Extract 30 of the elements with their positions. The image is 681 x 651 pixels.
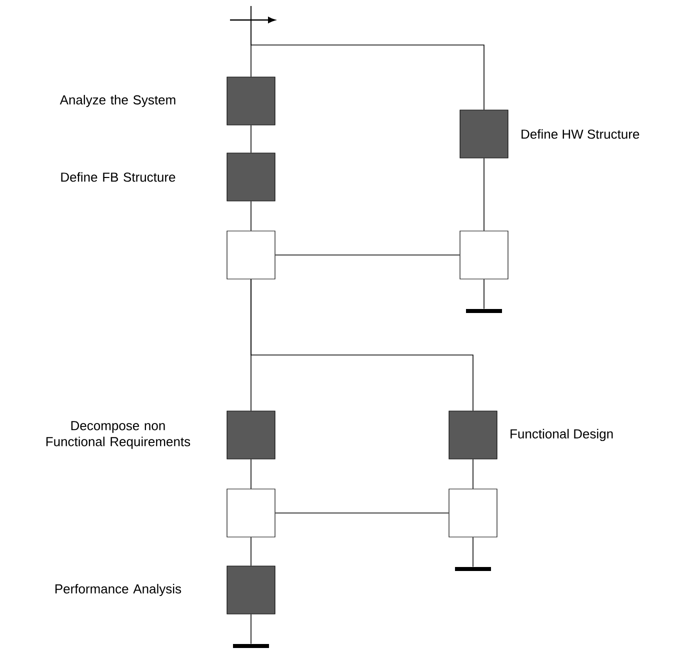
node-label: Decompose non Functional Requirements: [46, 421, 190, 449]
connector-line: [274, 254, 460, 256]
node-label: Define FB Structure: [61, 172, 176, 182]
connector-line: [250, 536, 252, 566]
process-box: Define HW Structure: [460, 110, 640, 158]
connector-line: [274, 512, 450, 514]
process-box: Define FB Structure: [61, 152, 276, 202]
terminator-bar: [233, 644, 269, 648]
process-box: Decompose non Functional Requirements: [46, 410, 276, 460]
empty-box: [226, 488, 276, 538]
connector-line: [250, 6, 484, 110]
connector-line: [250, 458, 252, 490]
terminator-bar: [466, 309, 502, 313]
connector-line: [250, 200, 252, 232]
connector-line: [472, 458, 474, 490]
process-box: Functional Design: [448, 410, 613, 460]
empty-box: [448, 488, 498, 538]
connector-line: [250, 124, 252, 154]
connector-line: [250, 278, 474, 412]
terminator-bar: [455, 567, 491, 571]
connector-line: [250, 614, 252, 644]
connector-line: [472, 536, 474, 568]
node-label: Analyze the System: [60, 94, 176, 108]
empty-box: [460, 230, 508, 280]
node-label: Functional Design: [510, 428, 613, 442]
empty-box: [226, 230, 276, 280]
process-box: Performance Analysis: [55, 566, 276, 614]
node-label: Define HW Structure: [522, 129, 640, 139]
node-label: Performance Analysis: [55, 584, 182, 596]
process-box: Analyze the System: [60, 76, 276, 126]
